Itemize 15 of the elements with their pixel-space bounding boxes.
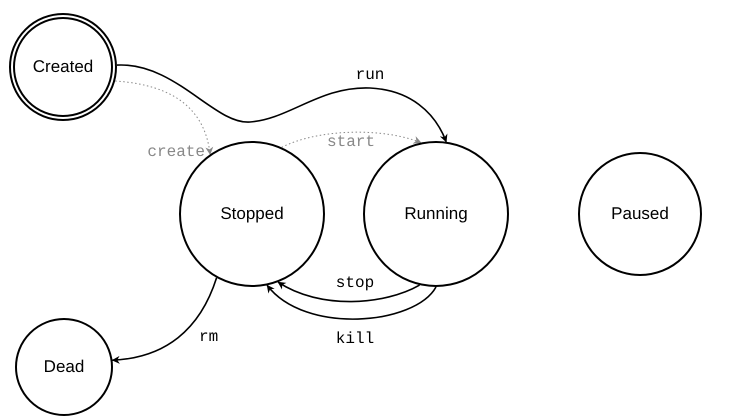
state-label: Dead — [44, 356, 84, 378]
arrow — [112, 278, 218, 364]
state-label: Paused — [611, 203, 669, 226]
edge-label: rm — [199, 329, 218, 345]
state-label: Stopped — [220, 203, 284, 226]
edge-label: kill — [336, 331, 374, 347]
arrow — [116, 64, 448, 142]
arrow — [281, 132, 422, 148]
edge-label: start — [327, 134, 375, 150]
state-label: Running — [404, 203, 468, 226]
edge-label: run — [356, 67, 384, 83]
edge-label: stop — [336, 275, 374, 291]
state-label: Created — [32, 56, 94, 78]
arrow — [266, 284, 437, 320]
edge-label: create — [147, 144, 205, 160]
